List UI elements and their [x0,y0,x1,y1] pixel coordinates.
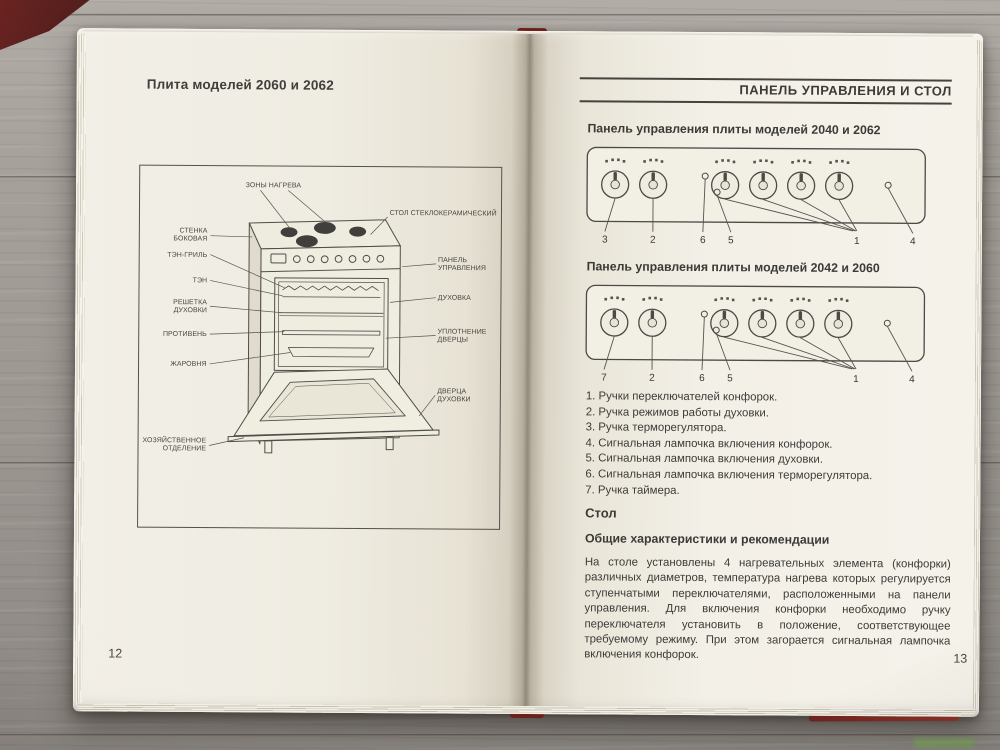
stove-knob-icon [362,254,371,263]
roasting-pan [287,347,375,358]
callout-number: 6 [699,373,705,384]
callout-number: 4 [909,374,915,385]
svg-text:УПРАВЛЕНИЯ: УПРАВЛЕНИЯ [438,265,486,272]
burner-knob-icon [824,309,853,339]
legend-list: 1. Ручки переключателей конфорок. 2. Руч… [585,389,954,500]
burner-knob-icon [786,309,815,338]
callout-number: 5 [727,373,733,384]
door-window [259,378,406,422]
legend-item: 1. Ручки переключателей конфорок. [585,390,778,404]
stove-leg [264,440,273,454]
stove-knob-icon [376,254,385,263]
grill-element [282,285,379,291]
stove-display [270,253,287,264]
diagram-label-rack: РЕШЕТКА [173,299,207,306]
page-title: Плита моделей 2060 и 2062 [146,76,335,93]
wood-plank-seam [0,734,1000,736]
diagram-label-grill: ТЭН-ГРИЛЬ [167,252,207,259]
callout-number: 7 [601,372,607,383]
diagram-label-zones: ЗОНЫ НАГРЕВА [246,182,302,189]
callout-number: 2 [650,235,656,246]
baking-tray [282,330,381,336]
chapter-header: ПАНЕЛЬ УПРАВЛЕНИЯ И СТОЛ [739,82,952,99]
svg-text:ДВЕРЦЫ: ДВЕРЦЫ [438,336,469,343]
wood-plank-seam [0,14,1000,16]
control-panel-diagram-2: 7 2 6 5 1 4 [585,284,926,385]
diagram-label-seal: УПЛОТНЕНИЕ [438,329,487,336]
burner-knob-icon [748,309,777,338]
control-panel-diagram-1: 3 2 6 5 1 4 [586,146,926,247]
callout-number: 6 [700,235,706,246]
oven-mode-knob-icon [638,308,667,337]
panel2-title: Панель управления плиты моделей 2042 и 2… [586,259,880,276]
callout-lines [603,317,913,372]
stove-illustration: ЗОНЫ НАГРЕВА СТОЛ СТЕКЛОКЕРАМИЧЕСКИЙ СТЕ… [143,182,497,454]
oven-mode-knob-icon [638,170,668,199]
legend-item: 6. Сигнальная лампочка включения терморе… [585,468,873,483]
left-page: Плита моделей 2060 и 2062 [72,28,531,714]
burner-icon [280,227,298,238]
diagram-label-pan: ЖАРОВНЯ [170,361,206,368]
page-number-left: 12 [108,646,123,661]
manual-book: Плита моделей 2060 и 2062 [72,27,984,722]
door-handle [227,429,440,443]
callout-number: 4 [910,236,916,247]
stove-knob-icon [292,255,301,263]
heating-element [282,296,381,298]
stove-diagram-frame: ЗОНЫ НАГРЕВА СТОЛ СТЕКЛОКЕРАМИЧЕСКИЙ СТЕ… [137,164,503,530]
callout-lines [604,179,914,234]
burner-knob-icon [786,171,816,200]
svg-text:ОТДЕЛЕНИЕ: ОТДЕЛЕНИЕ [163,445,207,452]
burner-knob-icon [748,171,778,200]
burner-icon [295,235,318,248]
stove-knob-icon [320,255,329,264]
stove-leg [385,437,394,451]
burner-icon [313,221,336,234]
diagram-label-storage: ХОЗЯЙСТВЕННОЕ [143,435,207,444]
diagram-label-panel: ПАНЕЛЬ [438,257,467,264]
page-number-right: 13 [953,651,968,666]
subsection-title: Общие характеристики и рекомендации [584,531,830,547]
panel1-title: Панель управления плиты моделей 2040 и 2… [587,121,881,138]
stove-knob-icon [306,255,315,264]
svg-text:ДУХОВКИ: ДУХОВКИ [437,396,470,403]
right-page: ПАНЕЛЬ УПРАВЛЕНИЯ И СТОЛ Панель управлен… [525,31,984,717]
callout-number: 5 [728,235,734,246]
camera-watermark-smudge [914,738,974,748]
callout-number: 3 [602,234,608,245]
callout-number: 2 [649,373,655,384]
stove-knob-icon [334,255,343,263]
diagram-label-side-wall: СТЕНКА [179,227,207,234]
svg-text:БОКОВАЯ: БОКОВАЯ [173,235,207,242]
header-rule-bottom [579,100,952,105]
diagram-label-glass-top: СТОЛ СТЕКЛОКЕРАМИЧЕСКИЙ [390,208,497,218]
diagram-label-tray: ПРОТИВЕНЬ [163,331,207,338]
oven-rack [279,312,384,314]
svg-text:ДУХОВКИ: ДУХОВКИ [174,307,207,314]
door-seal-line [277,281,385,368]
thermostat-knob-icon [600,170,630,199]
burner-knob-icon [824,171,854,201]
legend-item: 7. Ручка таймера. [585,483,680,497]
section-title: Стол [585,505,617,521]
callout-number: 1 [853,374,859,385]
diagram-label-door: ДВЕРЦА [437,388,466,395]
timer-knob-icon [600,308,629,337]
callout-number: 1 [854,236,860,247]
body-paragraph: На столе установлены 4 нагревательных эл… [584,556,951,662]
burner-icon [349,226,367,237]
leader-lines [209,190,437,446]
diagram-label-oven: ДУХОВКА [438,295,471,302]
diagram-label-ten: ТЭН [193,277,208,284]
stove-knob-icon [348,255,357,263]
